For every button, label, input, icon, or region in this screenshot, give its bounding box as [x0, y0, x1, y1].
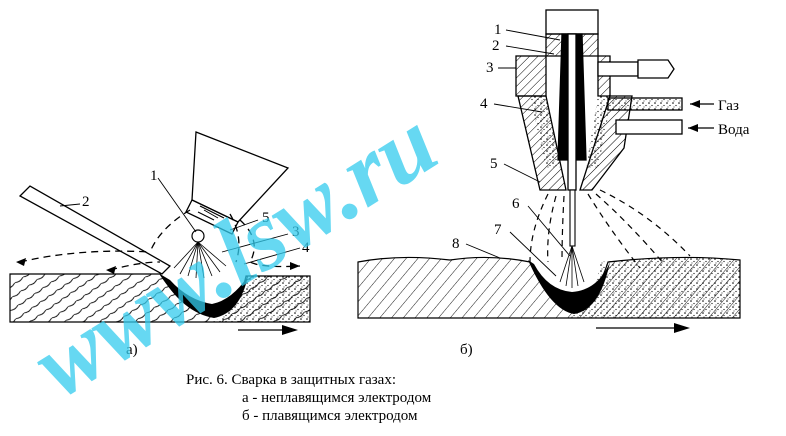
- figure-b: [357, 9, 741, 333]
- wire-electrode: [569, 189, 576, 247]
- gas-label: Газ: [718, 98, 739, 114]
- torch-nozzle-left: [185, 131, 290, 243]
- callout-a-2: 2: [82, 194, 90, 210]
- gas-flow-right: [529, 189, 691, 269]
- figure-b-tag: б): [460, 342, 473, 358]
- figure-caption: Рис. 6. Сварка в защитных газах: а - неп…: [186, 372, 432, 424]
- callout-b-4: 4: [480, 96, 488, 112]
- arc-right: [559, 245, 585, 288]
- gas-arrows-left: [16, 258, 300, 274]
- filler-rod: [18, 185, 172, 275]
- caption-line-2: а - неплавящимся электродом: [242, 390, 432, 406]
- torch-body-right: [515, 9, 683, 191]
- gas-arrow: [690, 100, 714, 108]
- caption-line-1: Рис. 6. Сварка в защитных газах:: [186, 372, 396, 388]
- figure-a-tag: а): [126, 342, 138, 358]
- arc-left: [173, 241, 227, 279]
- callout-a-4: 4: [302, 240, 310, 256]
- direction-arrow-right: [596, 323, 690, 333]
- callout-a-1: 1: [150, 168, 158, 184]
- callout-b-8: 8: [452, 236, 460, 252]
- labels-right: 1 2 3 4 5 6 7 8 Газ Вода б): [452, 22, 750, 358]
- leaders-right: [465, 29, 571, 277]
- labels-left: 1 2 3 4 5 а): [82, 168, 310, 358]
- base-metal-left: [9, 273, 311, 323]
- callout-b-1: 1: [494, 22, 502, 38]
- callout-b-7: 7: [494, 222, 502, 238]
- callout-a-5: 5: [262, 210, 270, 226]
- weld-pool-left: [160, 274, 248, 318]
- callout-a-3: 3: [292, 224, 300, 240]
- figure-a: [9, 131, 311, 335]
- base-metal-right: [357, 256, 741, 319]
- fitting-nut: [637, 59, 675, 79]
- weld-pool-right: [528, 260, 610, 314]
- leaders-left: [59, 177, 301, 265]
- callout-b-2: 2: [492, 38, 500, 54]
- callout-b-5: 5: [490, 156, 498, 172]
- caption-line-3: б - плавящимся электродом: [242, 408, 418, 424]
- direction-arrow-left: [238, 325, 298, 335]
- callout-b-6: 6: [512, 196, 520, 212]
- water-label: Вода: [718, 122, 750, 138]
- water-arrow: [688, 124, 714, 132]
- callout-b-3: 3: [486, 60, 494, 76]
